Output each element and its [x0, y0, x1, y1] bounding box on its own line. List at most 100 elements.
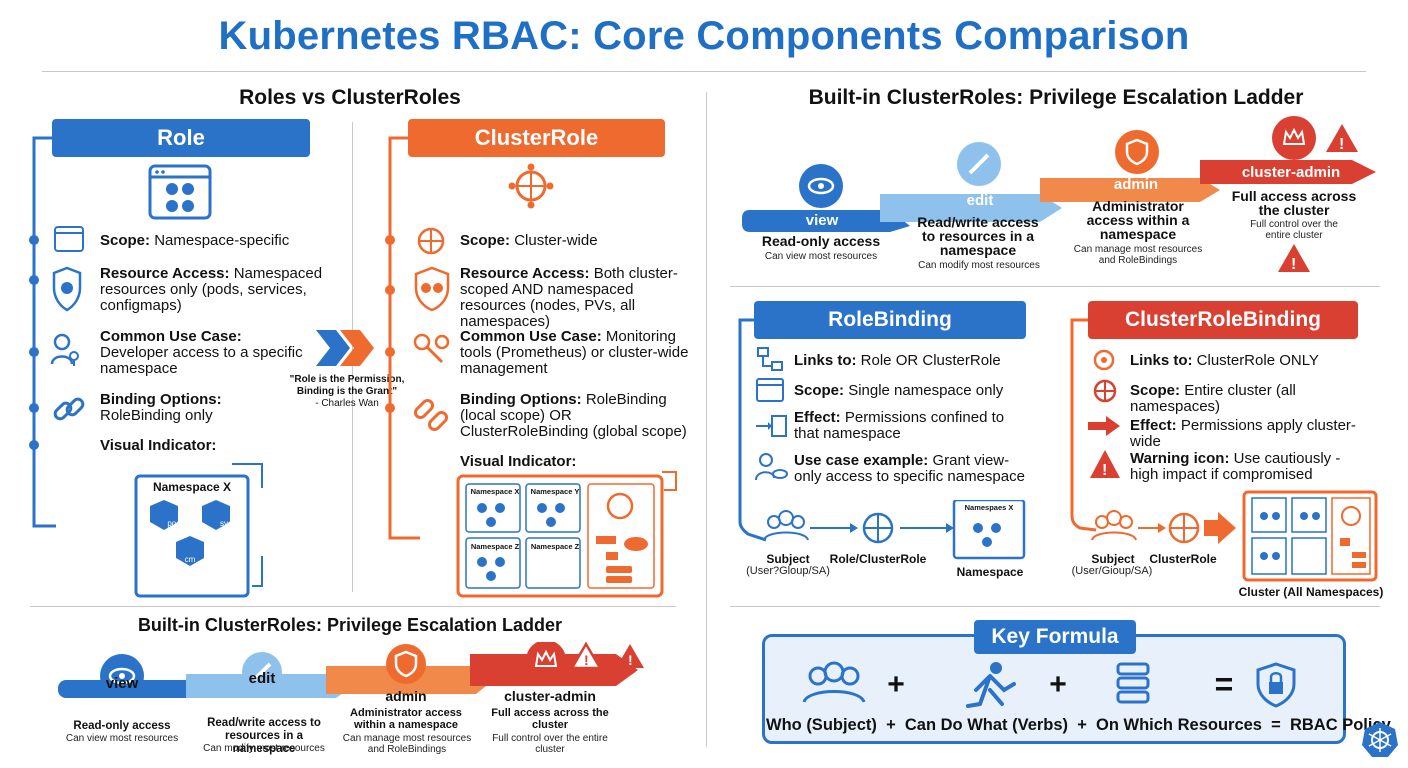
ladder-top-arrow: ! !: [742, 116, 1376, 273]
chevron-arrows-icon: [316, 330, 374, 366]
bottom-left-divider: [30, 606, 676, 607]
svc-label: svc: [220, 519, 232, 528]
clusterrolebinding-header: ClusterRoleBinding: [1088, 301, 1358, 339]
orange-shield-icon: [414, 266, 450, 312]
clusterrole-use-case: Common Use Case: Monitoring tools (Prome…: [460, 328, 689, 377]
clusterrolebinding-connector-line: [1070, 318, 1097, 532]
role-connector-line: [29, 136, 56, 528]
svg-text:!: !: [628, 652, 633, 668]
role-namespace-label: Namespace X: [152, 480, 232, 494]
left-section-title: Roles vs ClusterRoles: [239, 86, 461, 109]
page-title: Kubernetes RBAC: Core Components Compari…: [218, 14, 1190, 58]
clusterrole-resource-access: Resource Access: Both cluster-scoped AND…: [460, 265, 678, 330]
tools-icon: [413, 333, 450, 364]
ladder-top-admin-desc: Administrator access within a namespace: [1086, 198, 1190, 242]
plus-sign-2: +: [1049, 668, 1067, 701]
ladder-top-edit-desc: Read/write access to resources in a name…: [917, 214, 1039, 258]
role-use-case: Common Use Case:Developer access to a sp…: [100, 328, 303, 377]
rolebinding-connector-line: [738, 318, 767, 542]
crb-warning: Warning icon: Use cautiously - high impa…: [1130, 450, 1341, 483]
warning-icon: !: [1090, 450, 1120, 479]
link-icon: [53, 397, 85, 421]
cluster-network-icon: [508, 163, 554, 209]
crb-scope: Scope: Entire cluster (all namespaces): [1130, 382, 1296, 415]
orange-link-icon: [413, 398, 449, 432]
clusterrole-cluster-diagram: [456, 471, 677, 598]
rolebinding-scope: Scope: Single namespace only: [794, 382, 1004, 399]
ladder-bottom-view-desc: Read-only access: [73, 720, 171, 732]
rb-subject-label: Subject: [766, 552, 810, 566]
key-formula-title: Key Formula: [974, 620, 1136, 654]
right-divider-1: [730, 286, 1380, 287]
ladder-top-cluster-admin: cluster-admin: [1241, 164, 1341, 181]
role-scope: Scope: Namespace-specific: [100, 232, 290, 249]
arrow-to-box-icon: [756, 415, 787, 437]
red-arrow-icon: [1088, 416, 1120, 436]
clusterrole-header: ClusterRole: [408, 119, 665, 157]
plus-sign-1: +: [887, 668, 905, 701]
role-binding-options: Binding Options:RoleBinding only: [100, 391, 222, 424]
ladder-bottom-admin-sub: Can manage most resources and RoleBindin…: [342, 733, 472, 755]
rolebinding-effect: Effect: Permissions confined to that nam…: [794, 409, 1005, 442]
hierarchy-icon: [757, 347, 783, 371]
crb-cluster-label: Cluster (All Namespaces): [1238, 585, 1384, 599]
svg-text:!: !: [1291, 256, 1296, 273]
pod-label: pod: [167, 519, 181, 528]
rb-namespace-label: Namespace: [956, 565, 1024, 579]
ladder-top-view-sub: Can view most resources: [764, 251, 878, 262]
cr-ns1-label: Namespace X: [470, 487, 520, 496]
ladder-bottom-admin: admin: [385, 688, 427, 704]
ladder-bottom-view-sub: Can view most resources: [65, 733, 179, 744]
clusterrole-binding-options: Binding Options: RoleBinding (local scop…: [460, 391, 687, 440]
crb-subject-label: Subject: [1091, 552, 1135, 566]
svg-text:!: !: [1339, 136, 1344, 153]
crb-links: Links to: ClusterRole ONLY: [1130, 352, 1319, 369]
rb-namespace-box-label: Namespaes X: [964, 503, 1014, 512]
cm-label: cm: [184, 555, 196, 564]
shield-icon: [52, 266, 82, 312]
quote-text: "Role is the Permission, Binding is the …: [289, 374, 405, 397]
role-header: Role: [52, 119, 310, 157]
rb-role-label: Role/ClusterRole: [829, 552, 927, 566]
clusterrole-connector-line: [385, 136, 420, 540]
ladder-bottom-view: view: [105, 675, 139, 692]
equals-sign: =: [1214, 666, 1234, 702]
rolebinding-header: RoleBinding: [754, 301, 1026, 339]
role-resource-access: Resource Access: Namespaced resources on…: [100, 265, 323, 314]
browser-icon: [54, 226, 84, 252]
ladder-bottom-title: Built-in ClusterRoles: Privilege Escalat…: [137, 615, 563, 635]
kubernetes-logo-icon: [1362, 722, 1398, 757]
ladder-bottom-edit: edit: [248, 670, 276, 687]
ladder-bottom-cluster-admin-sub: Full control over the entire cluster: [492, 733, 608, 755]
ladder-top-cluster-admin-desc: Full access across the cluster: [1231, 188, 1357, 218]
title-divider: [42, 71, 1366, 72]
ladder-top-view: view: [805, 212, 839, 229]
right-divider-2: [730, 606, 1380, 607]
center-divider: [706, 92, 707, 747]
ladder-bottom-edit-desc: Read/write access to resources in a name…: [207, 717, 321, 755]
cr-ns3-label: Namespace Z: [470, 542, 520, 551]
ladder-bottom-admin-desc: Administrator access within a namespace: [350, 707, 462, 731]
ladder-top-admin: admin: [1113, 176, 1159, 193]
ladder-top-cluster-admin-sub: Full control over the entire cluster: [1250, 219, 1338, 241]
ladder-bottom-cluster-admin-desc: Full access across the cluster: [491, 707, 609, 731]
rolebinding-use-case: Use case example: Grant view-only access…: [794, 452, 1025, 485]
cluster-gear-icon: [1093, 349, 1115, 371]
user-key-icon: [50, 333, 79, 366]
cr-ns2-label: Namespace Y: [530, 487, 580, 496]
ladder-top-title: Built-in ClusterRoles: Privilege Escalat…: [808, 86, 1304, 109]
cluster-globe-icon: [1093, 379, 1117, 403]
key-formula-text: Who (Subject) + Can Do What (Verbs) + On…: [766, 716, 1391, 734]
ladder-top-edit-sub: Can modify most resources: [918, 260, 1040, 271]
svg-text:!: !: [1102, 462, 1107, 479]
crb-flow-diagram: [1091, 490, 1378, 582]
crb-effect: Effect: Permissions apply cluster-wide: [1130, 417, 1356, 450]
globe-icon: [417, 227, 445, 255]
ladder-top-admin-sub: Can manage most resources and RoleBindin…: [1073, 244, 1203, 266]
rolebinding-flow-diagram: [763, 500, 1026, 560]
rb-subject-sub: (User?Gloup/SA): [746, 565, 830, 577]
ladder-top-view-desc: Read-only access: [761, 233, 881, 249]
user-eye-icon: [755, 453, 788, 481]
role-visual-indicator: Visual Indicator:: [100, 437, 217, 454]
cr-ns4-label: Namespace Z: [530, 542, 580, 551]
